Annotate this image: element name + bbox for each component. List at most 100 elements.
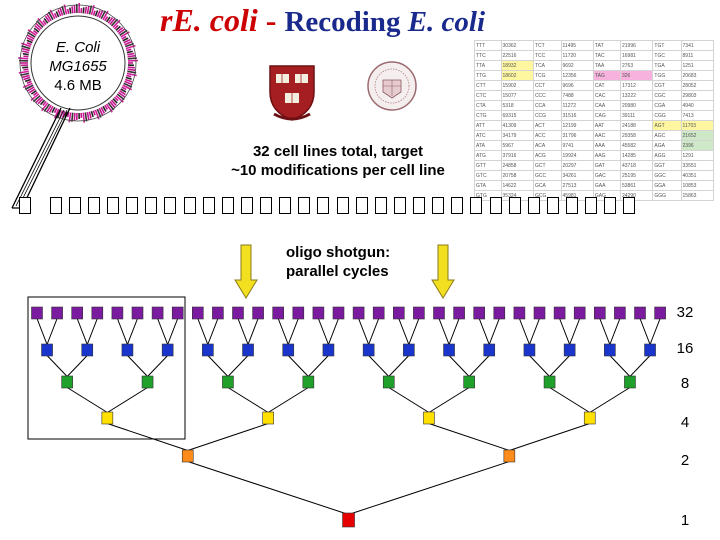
cell-line-box — [528, 197, 540, 214]
tree-edge — [307, 355, 329, 377]
down-arrow — [234, 244, 258, 299]
cell-line-box — [509, 197, 521, 214]
genome-gene-tick — [46, 104, 52, 113]
tree-edge — [609, 318, 621, 345]
genome-gene-tick — [107, 102, 115, 111]
genome-gene-tick — [33, 27, 40, 33]
purple-node — [493, 306, 506, 320]
blue-node — [282, 343, 295, 357]
tree-nodes — [31, 306, 666, 528]
genome-gene-tick — [57, 9, 62, 17]
genome-gene-tick — [34, 25, 41, 31]
genome-map-ring — [11, 2, 138, 209]
genome-gene-tick — [26, 42, 32, 46]
tree-edge — [428, 387, 470, 413]
genome-gene-tick — [26, 86, 35, 92]
cell-line-box — [222, 197, 234, 214]
cell-line-box — [337, 197, 349, 214]
blue-node — [161, 343, 174, 357]
tree-edge — [388, 387, 430, 413]
green-node — [624, 375, 636, 389]
genome-gene-tick — [44, 15, 51, 23]
tree-edge — [187, 461, 349, 515]
genome-gene-tick — [116, 26, 124, 33]
tree-edge — [388, 355, 410, 377]
oligo-line-1: oligo shotgun: — [286, 244, 391, 261]
genome-gene-tick — [119, 90, 126, 96]
target-line-2: ~10 modifications per cell line — [231, 162, 445, 179]
purple-node — [433, 306, 445, 320]
tree-edge — [358, 318, 370, 345]
tree-edge — [46, 318, 58, 345]
genome-gene-tick — [42, 20, 47, 25]
yellow-node — [262, 411, 274, 425]
genome-gene-tick — [123, 39, 131, 44]
tree-edge — [488, 318, 500, 345]
purple-node — [392, 306, 405, 320]
genome-gene-tick — [113, 96, 119, 102]
genome-callout-pointer-inner — [15, 109, 68, 207]
genome-gene-tick — [71, 112, 74, 122]
level-count-4: 4 — [680, 414, 690, 431]
genome-gene-tick — [61, 110, 66, 119]
genome-gene-tick — [42, 101, 47, 106]
tree-edge — [368, 355, 390, 377]
genome-gene-tick — [102, 105, 107, 112]
down-arrows — [234, 244, 455, 299]
tree-edge — [649, 318, 661, 345]
genome-size: 4.6 MB — [54, 77, 102, 94]
cell-line-box — [184, 197, 196, 214]
genome-gene-tick — [126, 74, 132, 78]
genome-gene-tick — [26, 34, 35, 40]
purple-node — [654, 306, 666, 320]
purple-node — [232, 306, 244, 320]
blue-node — [644, 343, 656, 357]
genome-gene-tick — [112, 98, 118, 104]
cell-line-box — [164, 197, 176, 214]
tree-edge — [408, 318, 420, 345]
purple-node — [553, 306, 566, 320]
genome-gene-tick — [43, 103, 51, 112]
genome-gene-tick — [124, 80, 133, 86]
genome-gene-tick — [66, 8, 70, 15]
genome-gene-tick — [39, 99, 46, 106]
genome-gene-tick — [86, 111, 90, 121]
genome-gene-tick — [24, 78, 32, 83]
purple-node — [513, 306, 526, 320]
cell-line-box — [604, 197, 616, 214]
purple-node — [212, 306, 224, 320]
cell-line-box-row — [19, 197, 651, 217]
tree-edge — [157, 318, 169, 345]
cell-line-box — [203, 197, 215, 214]
tree-edge — [317, 318, 329, 345]
genome-gene-tick — [116, 93, 125, 101]
tree-edge — [448, 318, 460, 345]
genome-outer-circle — [19, 4, 137, 122]
tree-edge — [86, 318, 98, 345]
purple-node — [413, 306, 425, 320]
genome-gene-tick — [33, 91, 39, 96]
tree-edge — [368, 318, 380, 345]
genome-gene-tick — [28, 88, 36, 94]
blue-node — [322, 343, 335, 357]
green-node — [302, 375, 315, 389]
tree-edge — [277, 318, 289, 345]
tree-edge — [247, 318, 259, 345]
genome-gene-tick — [96, 10, 101, 18]
genome-gene-tick — [61, 5, 66, 16]
level-count-32: 32 — [676, 304, 694, 321]
purple-node — [151, 306, 164, 320]
purple-node — [332, 306, 345, 320]
genome-gene-ticks — [18, 2, 138, 123]
cell-line-box — [241, 197, 253, 214]
genome-gene-tick — [47, 11, 54, 21]
tree-edges — [36, 318, 661, 515]
genome-gene-tick — [110, 18, 119, 27]
genome-gene-tick — [69, 7, 72, 14]
purple-node — [31, 306, 43, 320]
harvard-shield-logo — [269, 65, 315, 121]
genome-strain: MG1655 — [49, 58, 107, 75]
